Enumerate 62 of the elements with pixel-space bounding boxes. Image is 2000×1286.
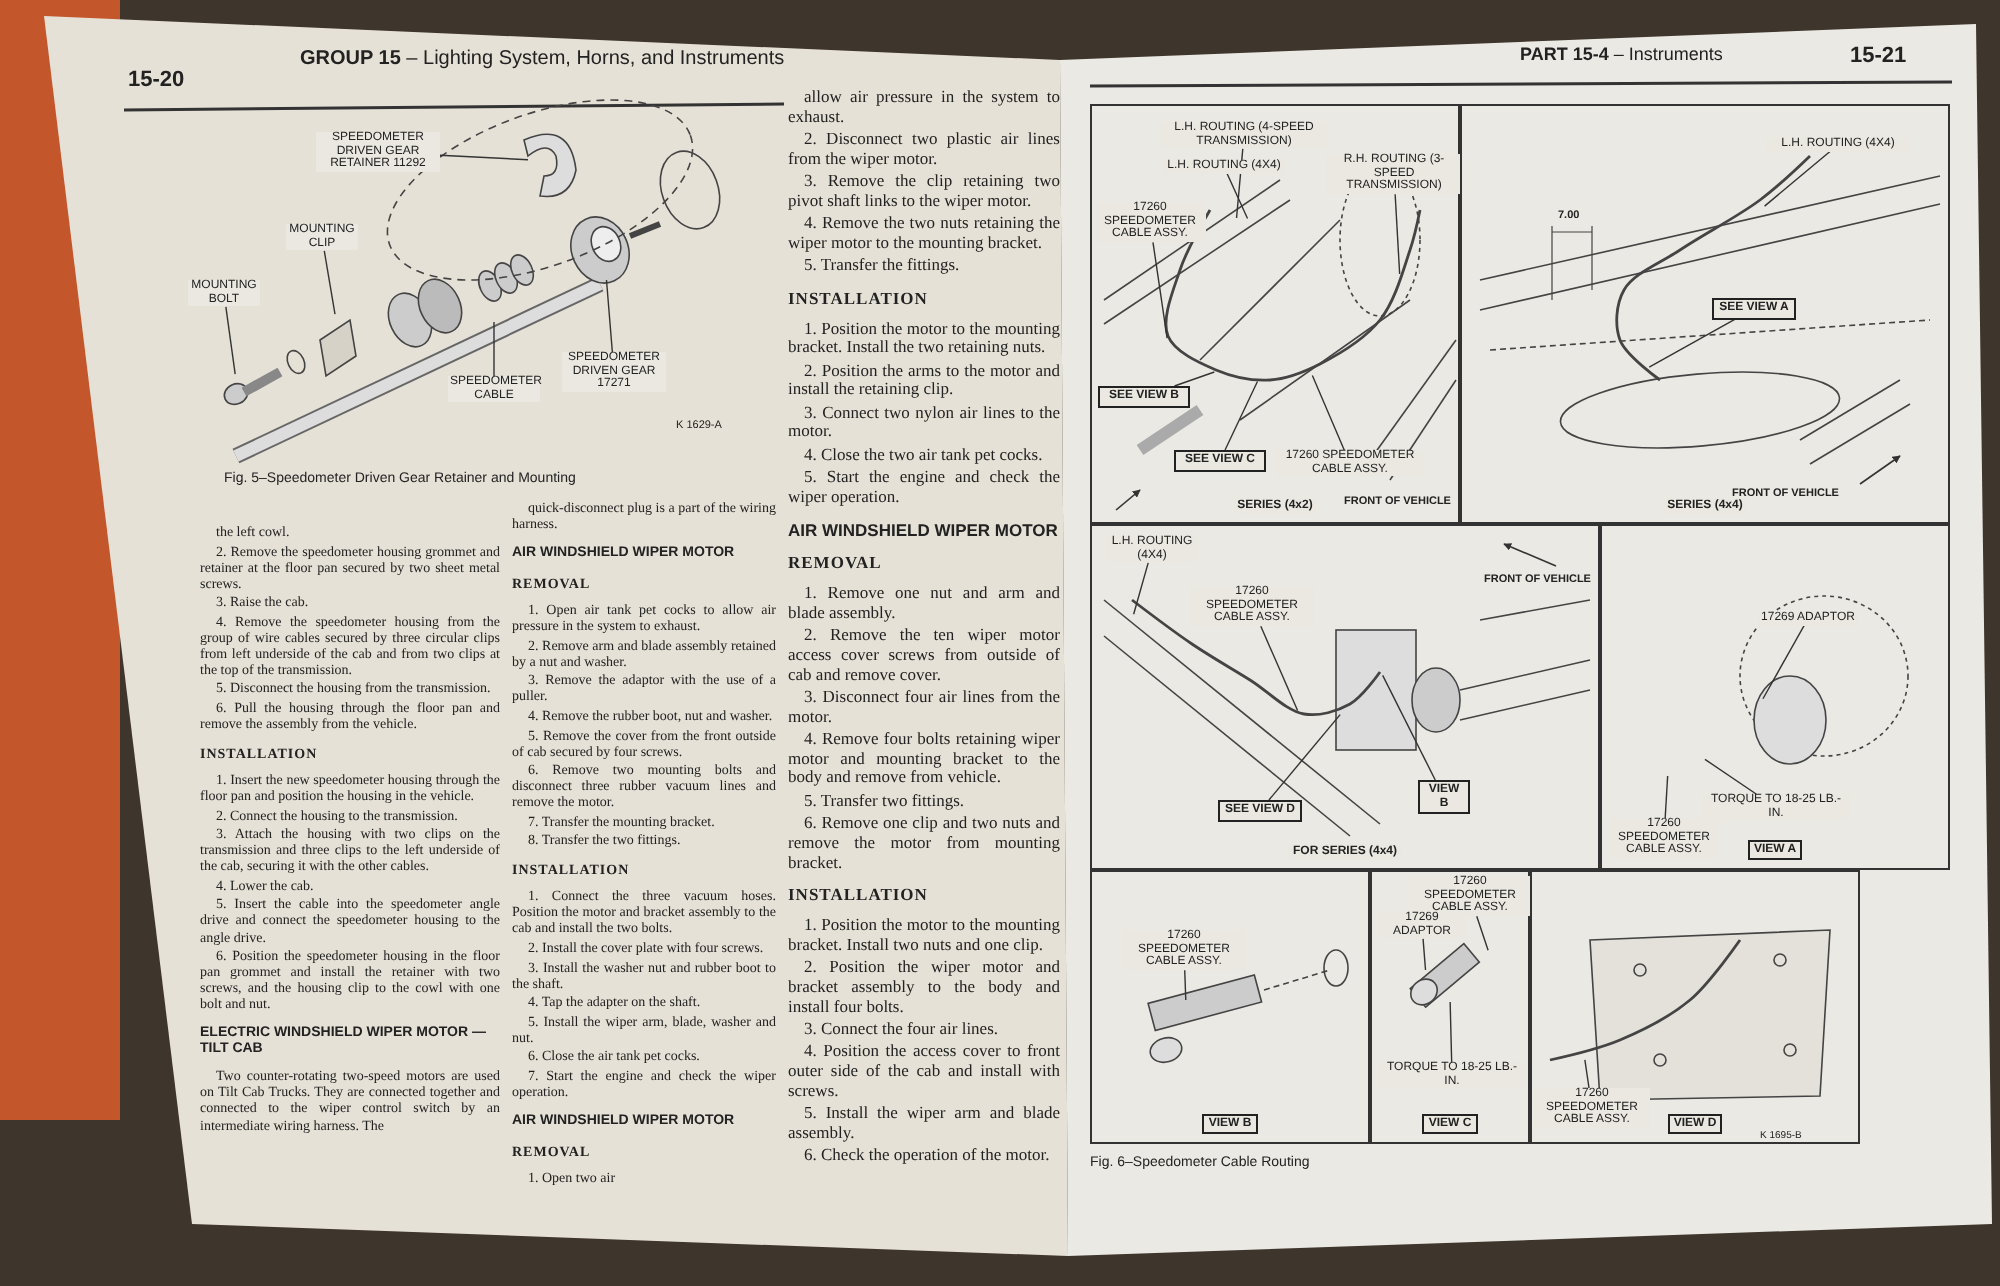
leader-line <box>1311 374 1345 451</box>
body-paragraph: allow air pressure in the system to exhaust. <box>788 88 1060 128</box>
leader-line <box>1132 562 1149 615</box>
body-paragraph: 2. Position the wiper motor and bracket assembly to the body and install four bolts. <box>788 958 1060 1017</box>
leader-line <box>1763 150 1831 207</box>
body-paragraph: 4. Remove four bolts retaining wiper motor and mounting bracket to the body and remove from vehicle. <box>788 729 1060 789</box>
body-paragraph: 5. Install the wiper arm and blade assembly. <box>788 1103 1060 1143</box>
figure-panel <box>1090 870 1370 1144</box>
figure-panel <box>1090 104 1460 524</box>
body-paragraph: 6. Check the operation of the motor. <box>802 1145 1052 1166</box>
subsection-heading: INSTALLATION <box>788 886 930 907</box>
leader-line <box>1184 969 1187 1001</box>
page-number: 15-21 <box>1850 44 1909 70</box>
body-paragraph: 4. Position the access cover to front outer side of the cab and install with screws. <box>788 1042 1060 1101</box>
subsection-heading: REMOVAL <box>788 554 884 575</box>
body-paragraph: 2. Position the arms to the motor and install the retaining clip. <box>788 361 1060 401</box>
body-paragraph: 2. Remove the ten wiper motor access cover screws from outside of cab and remove cover. <box>788 626 1060 685</box>
figure-panel <box>1090 524 1600 870</box>
leader-line <box>1449 1001 1453 1063</box>
leader-line <box>1584 1059 1590 1089</box>
body-paragraph: 3. Remove the clip retaining two pivot shaft links to the wiper motor. <box>788 172 1060 212</box>
body-paragraph: 1. Remove one nut and arm and blade assembly. <box>788 584 1060 624</box>
figure-panel <box>1460 104 1950 524</box>
page-header: GROUP 15 – Lighting System, Horns, and Instruments <box>300 48 787 71</box>
leader-line <box>605 279 614 353</box>
body-paragraph: 5. Start the engine and check the wiper operation. <box>788 468 1060 508</box>
section-heading: AIR WINDSHIELD WIPER MOTOR <box>788 521 1060 541</box>
leader-line <box>1152 241 1168 339</box>
leader-line <box>439 154 529 161</box>
figure-panel <box>1370 870 1530 1144</box>
leader-line <box>225 306 236 375</box>
leader-line <box>493 321 495 377</box>
page-number: 15-20 <box>128 68 187 94</box>
subsection-heading: INSTALLATION <box>788 289 930 310</box>
body-paragraph: 1. Position the motor to the mounting bracket. Install the two retaining nuts. <box>788 319 1060 359</box>
body-paragraph: 3. Connect two nylon air lines to the motor. <box>788 403 1060 443</box>
body-paragraph: 6. Remove one clip and two nuts and remove the motor from mounting bracket. <box>788 814 1060 873</box>
body-paragraph: 4. Close the two air tank pet cocks. <box>802 445 1045 466</box>
leader-line <box>1173 371 1216 387</box>
body-paragraph: 5. Transfer two fittings. <box>802 791 967 811</box>
leader-line <box>1422 938 1427 971</box>
leader-line <box>1704 758 1757 795</box>
leader-line <box>1762 624 1805 700</box>
body-paragraph: 3. Connect the four air lines. <box>802 1019 1001 1040</box>
leader-line <box>1224 380 1259 451</box>
leader-line <box>323 250 336 315</box>
leader-line <box>1476 915 1489 951</box>
body-paragraph: 2. Disconnect two plastic air lines from the wiper motor. <box>788 130 1060 170</box>
figure-panel <box>1600 524 1950 870</box>
leader-line <box>1664 775 1669 819</box>
leader-line <box>1226 172 1249 220</box>
leader-line <box>1268 713 1341 801</box>
body-paragraph: 3. Disconnect four air lines from the motor. <box>788 687 1060 727</box>
leader-line <box>1648 318 1736 368</box>
figure-panel <box>1530 870 1860 1144</box>
leader-line <box>1260 625 1299 712</box>
leader-line <box>1394 193 1401 275</box>
page-header: PART 15-4 – Instruments <box>1520 44 1725 65</box>
body-paragraph: 5. Transfer the fittings. <box>802 256 962 276</box>
body-paragraph: 4. Remove the two nuts retaining the wiper motor to the mounting bracket. <box>788 214 1060 254</box>
leader-line <box>1382 674 1436 781</box>
body-paragraph: 1. Position the motor to the mounting bracket. Install two nuts and one clip. <box>788 916 1060 956</box>
